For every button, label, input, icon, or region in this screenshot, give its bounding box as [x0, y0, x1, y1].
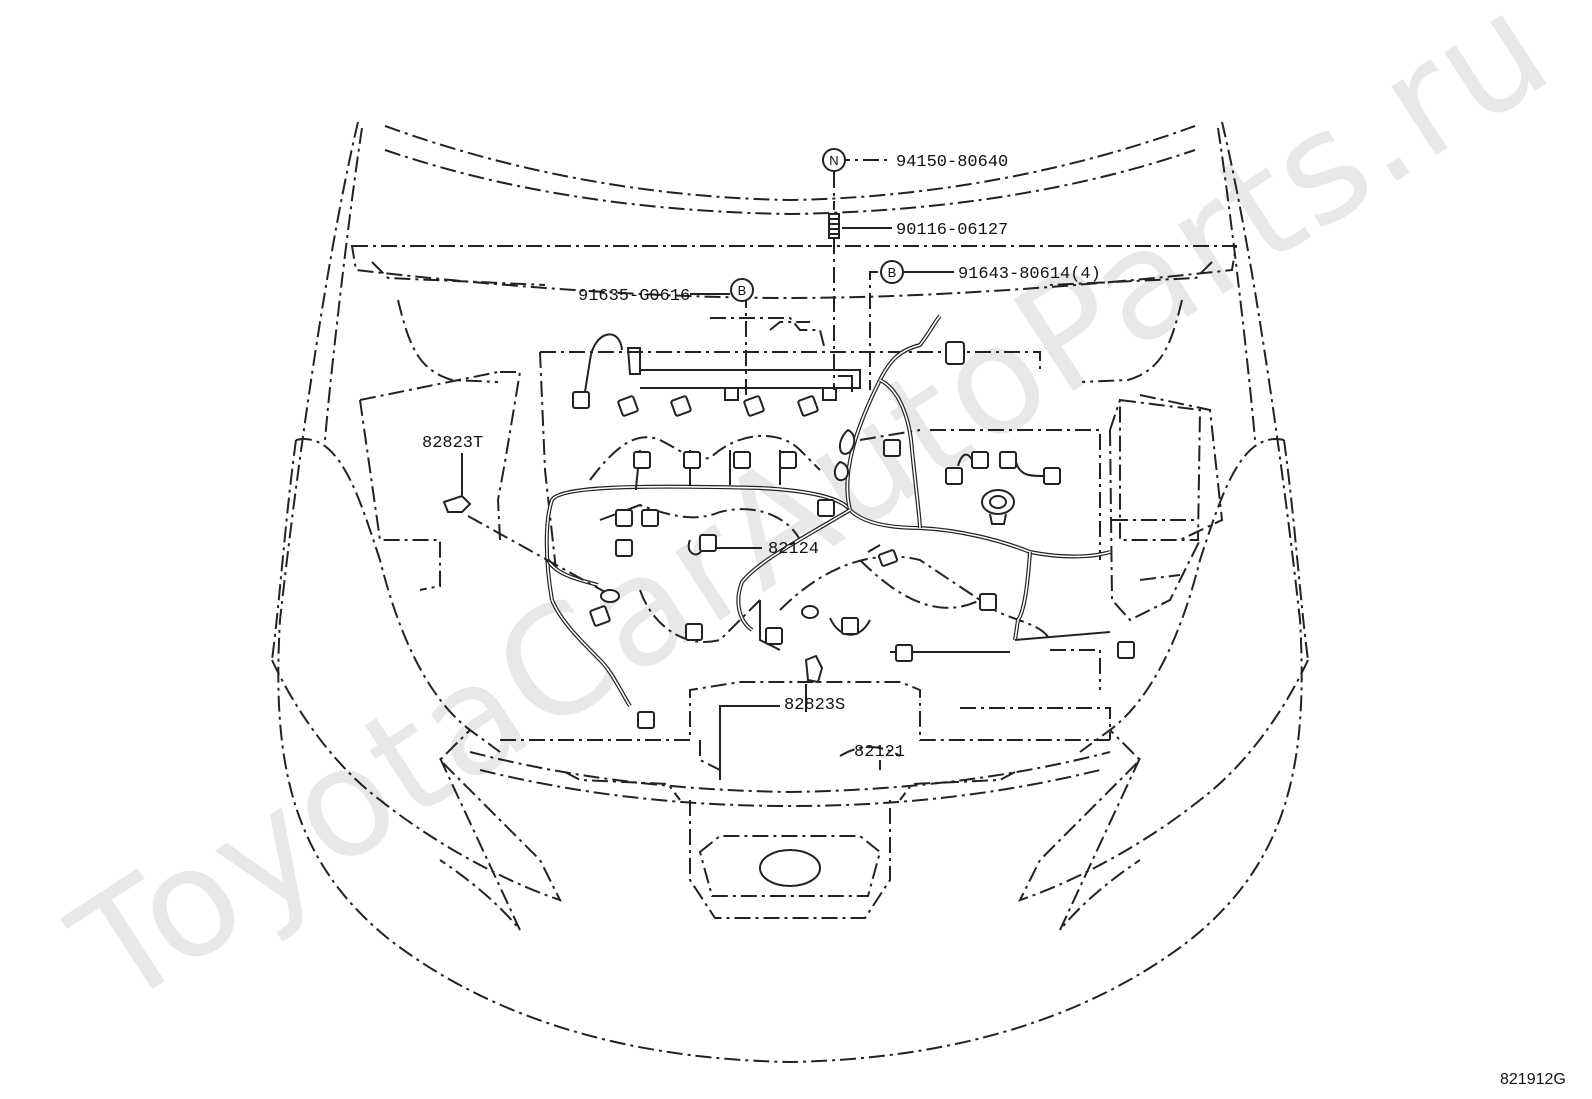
- watermark-text: ToyotaCarAutoParts.ru: [44, 0, 1579, 1041]
- fuel-rail: [626, 347, 861, 401]
- part-label-91635-G0616: 91635-G0616: [578, 287, 690, 306]
- wire-harness: [544, 314, 1111, 708]
- headlamp-right: [1018, 438, 1309, 931]
- symbol-b-right-text: B: [888, 265, 897, 280]
- part-label-82823T: 82823T: [422, 434, 483, 453]
- part-label-90116-06127: 90116-06127: [896, 221, 1008, 240]
- radiator-support: [500, 649, 1111, 771]
- connectors: [442, 341, 1135, 729]
- front-bumper: [469, 751, 1111, 919]
- bolt-icon: [828, 213, 840, 239]
- circle-symbol-n: N: [822, 148, 846, 172]
- headlamp-left: [271, 438, 562, 931]
- fender-inner-panels: [359, 299, 1224, 591]
- symbol-b-left-text: B: [738, 283, 747, 298]
- part-label-82124: 82124: [768, 540, 819, 559]
- car-body-outline: [277, 121, 1303, 1064]
- part-label-82121: 82121: [854, 743, 905, 762]
- part-label-82823S: 82823S: [784, 696, 845, 715]
- cowl-panel: [350, 245, 1238, 300]
- circle-symbol-b-left: B: [730, 278, 754, 302]
- battery: [1109, 398, 1202, 622]
- circle-symbol-b-right: B: [880, 260, 904, 284]
- part-label-91643-80614: 91643-80614(4): [958, 265, 1101, 284]
- figure-code: 821912G: [1500, 1071, 1566, 1088]
- symbol-n-text: N: [829, 153, 838, 168]
- part-label-94150-80640: 94150-80640: [896, 153, 1008, 172]
